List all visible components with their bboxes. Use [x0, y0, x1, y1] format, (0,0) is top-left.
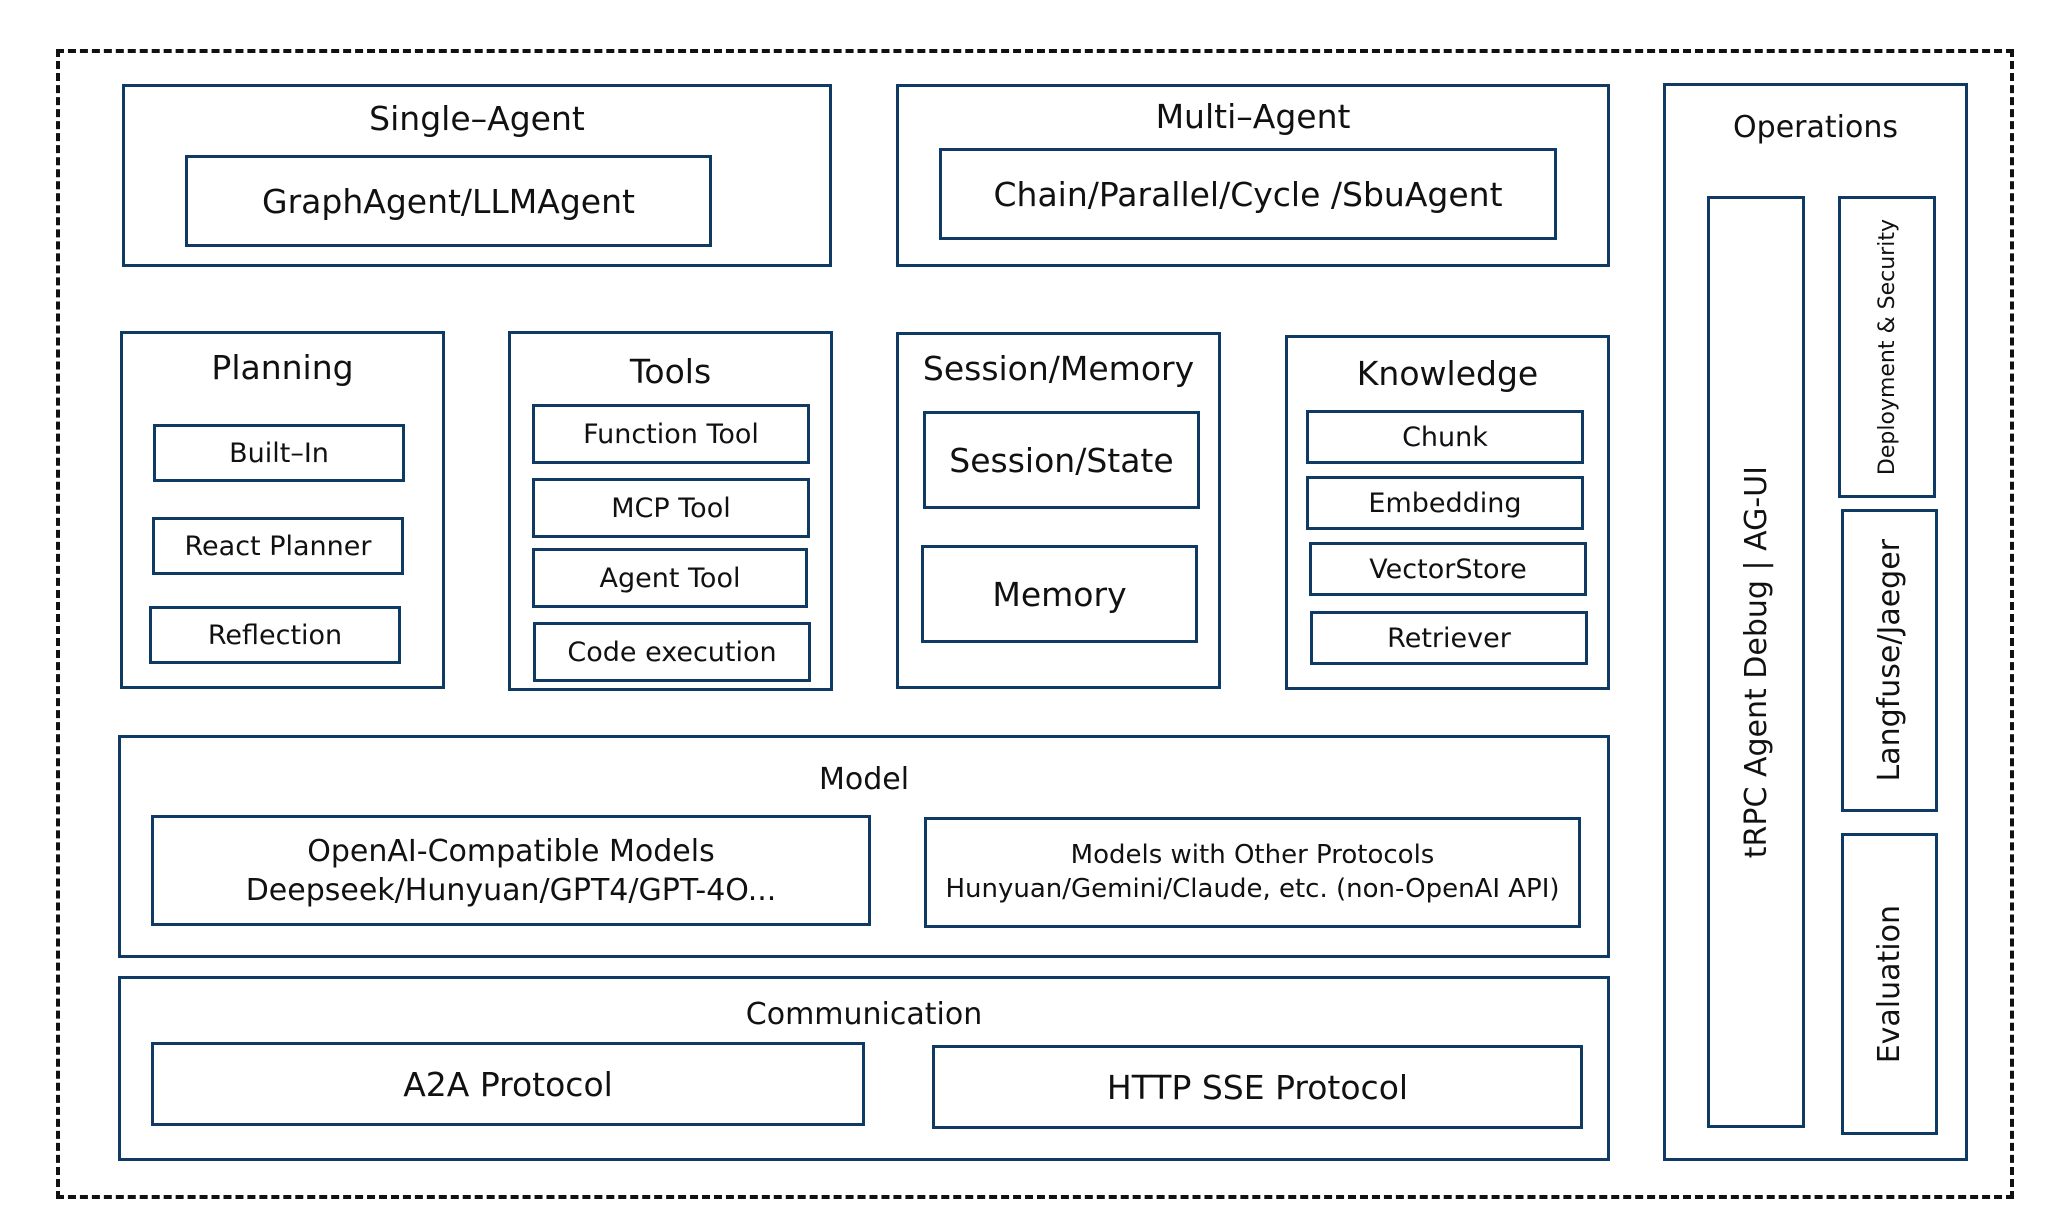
multi-agent-panel: Multi–Agent Chain/Parallel/Cycle /SbuAge…	[896, 84, 1610, 267]
planning-title: Planning	[211, 348, 354, 387]
embedding-box: Embedding	[1306, 476, 1584, 530]
function-tool-box: Function Tool	[532, 404, 810, 464]
chunk-box: Chunk	[1306, 410, 1584, 464]
trpc-debug-box: tRPC Agent Debug | AG-UI	[1707, 196, 1805, 1128]
code-execution-box: Code execution	[533, 622, 811, 682]
deployment-security-box: Deployment & Security	[1838, 196, 1936, 498]
tools-panel: Tools Function Tool MCP Tool Agent Tool …	[508, 331, 833, 691]
deployment-security-label: Deployment & Security	[1874, 218, 1900, 476]
openai-compatible-models-box: OpenAI-Compatible Models Deepseek/Hunyua…	[151, 815, 871, 926]
chain-parallel-cycle-box: Chain/Parallel/Cycle /SbuAgent	[939, 148, 1557, 240]
graph-llm-agent-box: GraphAgent/LLMAgent	[185, 155, 712, 247]
langfuse-jaeger-box: Langfuse/Jaeger	[1841, 509, 1938, 812]
model-panel: Model OpenAI-Compatible Models Deepseek/…	[118, 735, 1610, 958]
session-state-box: Session/State	[923, 411, 1200, 509]
vectorstore-box: VectorStore	[1309, 542, 1587, 596]
planning-reflection-box: Reflection	[149, 606, 401, 664]
memory-box: Memory	[921, 545, 1198, 643]
model-title: Model	[818, 762, 910, 797]
knowledge-title: Knowledge	[1356, 354, 1539, 393]
evaluation-label: Evaluation	[1872, 904, 1907, 1064]
communication-title: Communication	[745, 997, 983, 1032]
single-agent-title: Single–Agent	[369, 99, 585, 138]
planning-builtin-box: Built–In	[153, 424, 405, 482]
session-memory-title: Session/Memory	[922, 349, 1195, 388]
operations-title: Operations	[1733, 110, 1898, 145]
tools-title: Tools	[629, 352, 712, 391]
communication-panel: Communication A2A Protocol HTTP SSE Prot…	[118, 976, 1610, 1161]
openai-compatible-line2: Deepseek/Hunyuan/GPT4/GPT-4O...	[245, 872, 777, 908]
architecture-frame	[56, 49, 2014, 1199]
other-protocols-line1: Models with Other Protocols	[1070, 839, 1435, 870]
mcp-tool-box: MCP Tool	[532, 478, 810, 538]
retriever-box: Retriever	[1310, 611, 1588, 665]
planning-panel: Planning Built–In React Planner Reflecti…	[120, 331, 445, 689]
session-memory-panel: Session/Memory Session/State Memory	[896, 332, 1221, 689]
openai-compatible-line1: OpenAI-Compatible Models	[307, 833, 715, 869]
evaluation-box: Evaluation	[1841, 833, 1938, 1135]
other-protocols-models-box: Models with Other Protocols Hunyuan/Gemi…	[924, 817, 1581, 928]
operations-panel: Operations tRPC Agent Debug | AG-UI Depl…	[1663, 83, 1968, 1161]
single-agent-panel: Single–Agent GraphAgent/LLMAgent	[122, 84, 832, 267]
a2a-protocol-box: A2A Protocol	[151, 1042, 865, 1126]
agent-tool-box: Agent Tool	[532, 548, 808, 608]
http-sse-protocol-box: HTTP SSE Protocol	[932, 1045, 1583, 1129]
multi-agent-title: Multi–Agent	[1155, 97, 1351, 136]
other-protocols-line2: Hunyuan/Gemini/Claude, etc. (non-OpenAI …	[945, 873, 1560, 904]
langfuse-jaeger-label: Langfuse/Jaeger	[1872, 539, 1907, 782]
planning-react-planner-box: React Planner	[152, 517, 404, 575]
trpc-debug-label: tRPC Agent Debug | AG-UI	[1738, 465, 1774, 859]
knowledge-panel: Knowledge Chunk Embedding VectorStore Re…	[1285, 335, 1610, 690]
